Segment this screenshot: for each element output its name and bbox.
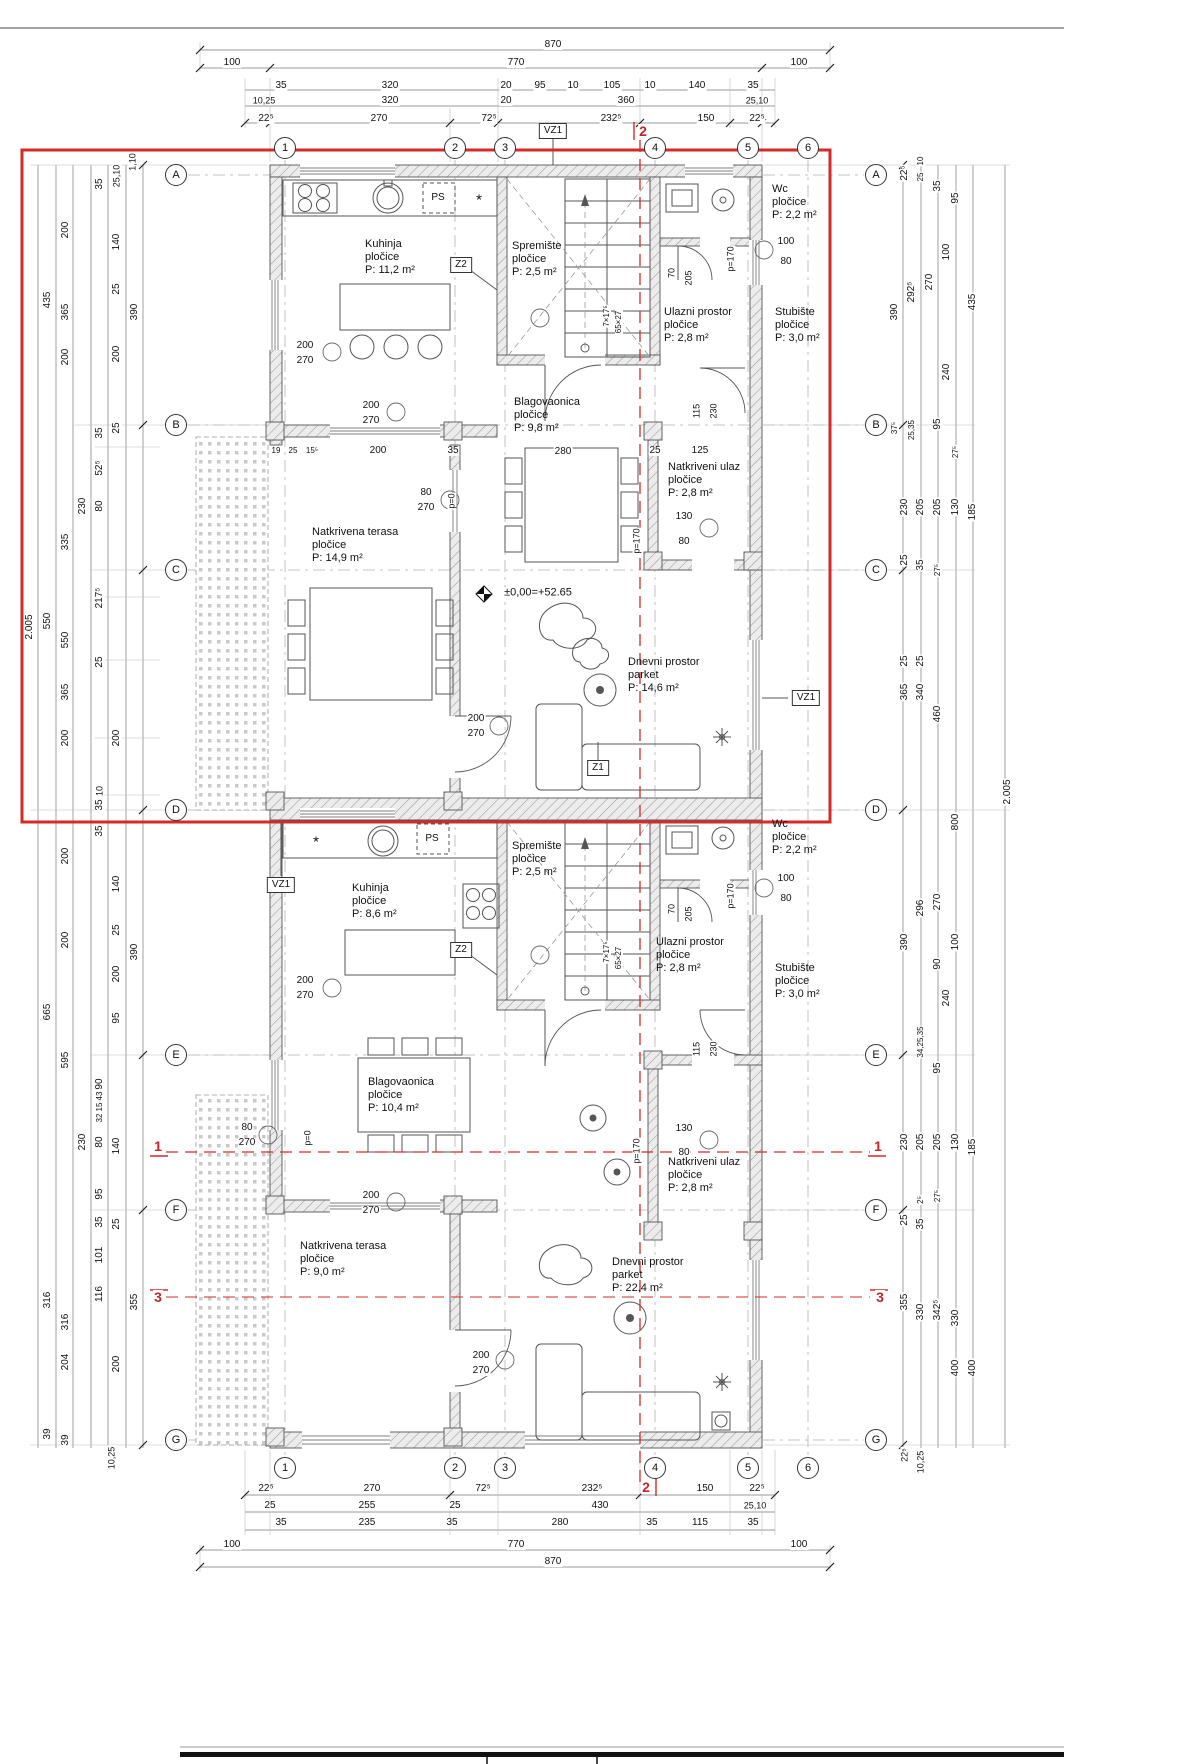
kitchen-upper <box>282 179 498 360</box>
dining-lower <box>357 1037 631 1186</box>
stairs-lower <box>506 821 651 1001</box>
stairs-upper <box>506 178 651 358</box>
walls <box>265 164 763 1449</box>
red-markings <box>20 122 888 1496</box>
openings-windows <box>269 164 763 1449</box>
leader-circles <box>258 240 774 1370</box>
dimension-lines <box>30 42 1010 1572</box>
tag-leaders <box>280 139 788 976</box>
pergola-hatch-zones <box>195 436 269 1446</box>
living-lower <box>535 1244 731 1441</box>
terrace-table-upper <box>287 587 454 701</box>
dining-upper <box>504 447 639 563</box>
red-highlight-rectangle <box>20 148 832 824</box>
elevation-marker <box>475 585 493 603</box>
wc-lower-fixtures <box>665 825 735 855</box>
living-upper <box>535 602 731 791</box>
wc-upper-fixtures <box>665 183 735 213</box>
sheet-border <box>0 27 1064 1764</box>
kitchen-lower <box>282 819 500 976</box>
